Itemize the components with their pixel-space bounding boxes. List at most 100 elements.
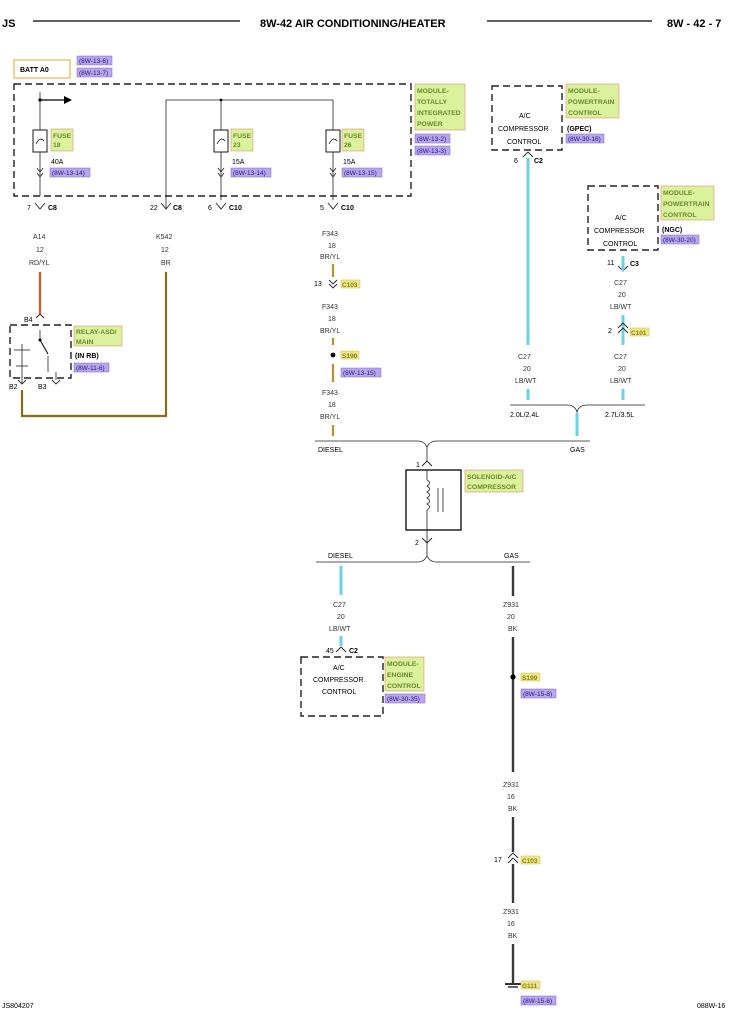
ngc-name-2: POWERTRAIN xyxy=(663,201,710,208)
wire-gauge: 20 xyxy=(337,614,345,621)
tipm-ref-2: (8W-13-3) xyxy=(417,148,446,155)
relay-asd-main: B4 B2 B3 RELAY-ASD/ MAIN (IN RB) (8W-11-… xyxy=(9,313,123,391)
wire-a14-gauge: 12 xyxy=(36,247,44,254)
wire-gauge: 20 xyxy=(618,292,626,299)
fuse-26-label-2: 26 xyxy=(344,142,352,149)
pin-number: 22 xyxy=(150,205,158,212)
splice-ref: (8W-13-15) xyxy=(343,370,376,377)
pin-number: 6 xyxy=(514,158,518,165)
wire-a14-code: A14 xyxy=(33,234,46,241)
footer-right: 088W-16 xyxy=(697,1003,725,1010)
relay-pin-b3: B3 xyxy=(38,384,47,391)
ground-ref: (8W-15-6) xyxy=(523,998,552,1005)
wire-f343b-code: F343 xyxy=(322,304,338,311)
wire-gauge: 20 xyxy=(523,366,531,373)
pin-number: 13 xyxy=(314,281,322,288)
fuse-18-label-2: 18 xyxy=(53,142,61,149)
connector-name: C103 xyxy=(522,858,538,865)
relay-name-2: MAIN xyxy=(76,339,93,346)
wire-code: C27 xyxy=(614,354,627,361)
tipm-name-4: POWER xyxy=(417,121,443,128)
gpec-variant: (GPEC) xyxy=(567,126,592,133)
ecm-name-1: MODULE- xyxy=(387,661,419,668)
pin-number: 11 xyxy=(607,260,614,267)
ecm-ref: (8W-30-35) xyxy=(387,696,420,703)
wire-f343a-code: F343 xyxy=(322,231,338,238)
page-footer: JS804207 088W-16 xyxy=(2,1003,725,1010)
wire-c27-ecm-labels: C27 20 LB/WT xyxy=(329,602,351,633)
fuse-18: FUSE 18 40A (8W-13-14) xyxy=(32,128,91,196)
relay-pin-b4: B4 xyxy=(24,317,33,324)
footer-left: JS804207 xyxy=(2,1003,34,1010)
wire-color: LB/WT xyxy=(515,378,537,385)
page-number: 8W - 42 - 7 xyxy=(667,18,721,30)
splice-name: S190 xyxy=(342,353,358,360)
ecm-box-2: COMPRESSOR xyxy=(313,677,364,684)
ngc-ref: (8W-30-20) xyxy=(663,237,696,244)
connector-ecm-c2: 45 C2 xyxy=(326,646,358,655)
module-engine-control: A/C COMPRESSOR CONTROL MODULE- ENGINE CO… xyxy=(300,656,426,717)
pin-number: 6 xyxy=(208,205,212,212)
connector-name: C101 xyxy=(631,330,647,337)
branch-left-label: 2.0L/2.4L xyxy=(510,412,539,419)
wire-z931c-gauge: 16 xyxy=(507,921,515,928)
connector-name: C2 xyxy=(349,648,358,655)
wire-code: C27 xyxy=(614,280,627,287)
fuel-branch-bottom: DIESEL GAS xyxy=(316,553,530,563)
pin-number: 17 xyxy=(494,857,502,864)
ngc-name-3: CONTROL xyxy=(663,212,697,219)
wire-k542-color: BR xyxy=(161,260,171,267)
connector-name: C103 xyxy=(342,282,358,289)
gpec-box-2: COMPRESSOR xyxy=(498,126,549,133)
gpec-box-3: CONTROL xyxy=(507,139,541,146)
wire-a14: A14 12 RD/YL xyxy=(29,234,50,314)
branch-diesel-bottom-label: DIESEL xyxy=(328,553,353,560)
branch-gas-bottom-label: GAS xyxy=(504,553,519,560)
wire-z931a-gauge: 20 xyxy=(507,614,515,621)
ngc-variant: (NGC) xyxy=(662,227,682,234)
fuse-23-label-1: FUSE xyxy=(233,133,252,140)
connector-gpec-c2: 6 C2 xyxy=(514,151,543,165)
batt-ref-2: (8W-13-7) xyxy=(79,70,108,77)
solenoid-pin-2: 2 xyxy=(415,540,419,547)
splice-s199: S199 (8W-15-8) xyxy=(510,672,557,699)
wire-f343a-color: BR/YL xyxy=(320,254,340,261)
module-powertrain-control-gpec: A/C COMPRESSOR CONTROL MODULE- POWERTRAI… xyxy=(491,83,620,151)
ecm-name-2: ENGINE xyxy=(387,672,414,679)
solenoid-pin-1: 1 xyxy=(416,462,420,469)
ground-name: G111 xyxy=(522,983,538,990)
wire-f343b-gauge: 18 xyxy=(328,316,336,323)
batt-label: BATT A0 xyxy=(20,67,49,74)
branch-right-label: 2.7L/3.5L xyxy=(605,412,634,419)
branch-diesel-label: DIESEL xyxy=(318,447,343,454)
ngc-box-1: A/C xyxy=(615,215,627,222)
fuse-23-rating: 15A xyxy=(232,159,245,166)
wire-z931b-gauge: 16 xyxy=(507,794,515,801)
connector-name: C10 xyxy=(341,205,354,212)
wire-c27-gpec-labels: C27 20 LB/WT xyxy=(515,354,537,385)
splice-name: S199 xyxy=(522,675,538,682)
ecm-name-3: CONTROL xyxy=(387,683,421,690)
module-powertrain-control-ngc: A/C COMPRESSOR CONTROL MODULE- POWERTRAI… xyxy=(587,185,715,251)
pin-number: 5 xyxy=(320,205,324,212)
tipm-pin-5-c10: 5 C10 xyxy=(320,202,354,212)
fuse-26-label-1: FUSE xyxy=(344,133,363,140)
relay-ref: (8W-11-6) xyxy=(76,365,105,372)
connector-c103-upper: 13 C103 xyxy=(314,279,361,289)
wire-code: C27 xyxy=(518,354,531,361)
wire-z931a-code: Z931 xyxy=(503,602,519,609)
connector-name: C8 xyxy=(48,205,57,212)
pin-number: 7 xyxy=(27,205,31,212)
wire-z931b-code: Z931 xyxy=(503,782,519,789)
wire-f343c-gauge: 18 xyxy=(328,402,336,409)
fuel-branch-top: DIESEL GAS xyxy=(315,440,590,462)
gpec-name-3: CONTROL xyxy=(568,110,602,117)
relay-location: (IN RB) xyxy=(75,353,99,360)
relay-pin-b2: B2 xyxy=(9,384,18,391)
connector-c103-lower: 17 C103 xyxy=(494,852,541,865)
wire-c27-ngc-lower-labels: C27 20 LB/WT xyxy=(610,354,632,385)
fuse-23-ref: (8W-13-14) xyxy=(233,170,266,177)
branch-gas-label: GAS xyxy=(570,447,585,454)
fuse-26-ref: (8W-13-15) xyxy=(344,170,377,177)
